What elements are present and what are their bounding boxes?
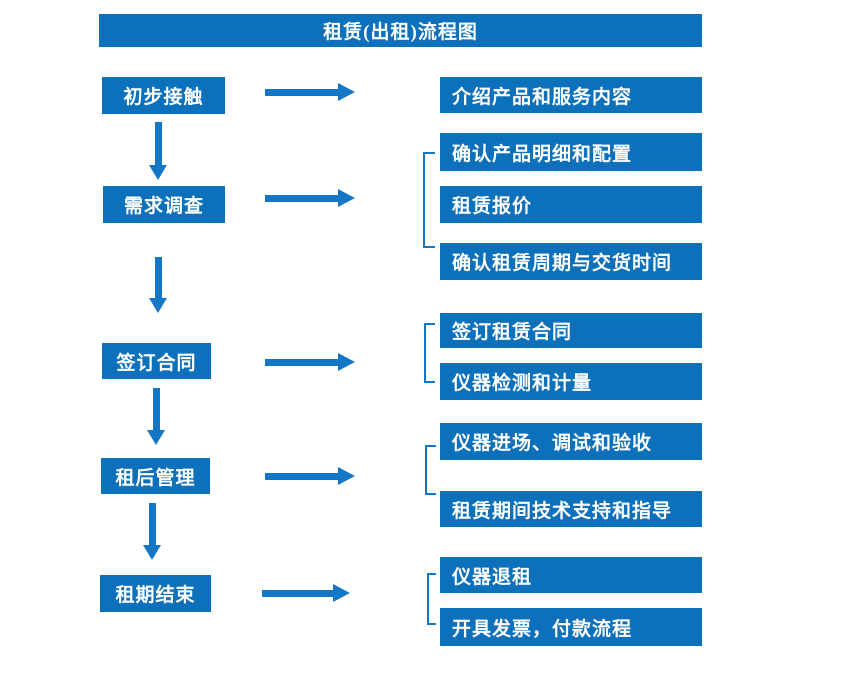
step-lease-end: 租期结束 — [100, 575, 211, 612]
right-arrow — [262, 584, 350, 602]
down-arrow-head — [149, 298, 167, 313]
step-initial-contact: 初步接触 — [102, 77, 225, 114]
right-arrow — [265, 467, 355, 485]
down-arrow — [143, 503, 161, 560]
output-box: 确认租赁周期与交货时间 — [440, 243, 702, 280]
output-box: 确认产品明细和配置 — [440, 133, 702, 171]
bracket-connector — [423, 152, 435, 248]
right-arrow-head — [338, 83, 355, 101]
output-box: 签订租赁合同 — [440, 313, 702, 348]
down-arrow-shaft — [154, 257, 162, 298]
output-box: 介绍产品和服务内容 — [440, 77, 702, 113]
down-arrow-head — [143, 545, 161, 560]
right-arrow-shaft — [265, 88, 338, 96]
right-arrow-head — [338, 189, 355, 207]
right-arrow — [265, 189, 355, 207]
right-arrow-head — [338, 467, 355, 485]
output-box: 开具发票，付款流程 — [440, 608, 702, 646]
bracket-connector — [427, 573, 436, 625]
right-arrow-shaft — [265, 194, 338, 202]
right-arrow-head — [333, 584, 350, 602]
right-arrow-head — [338, 353, 355, 371]
down-arrow-shaft — [152, 388, 160, 430]
output-box: 租赁期间技术支持和指导 — [440, 491, 702, 527]
down-arrow-shaft — [154, 122, 162, 165]
down-arrow-shaft — [148, 503, 156, 545]
bracket-connector — [424, 323, 435, 383]
output-box: 仪器检测和计量 — [440, 363, 702, 400]
output-box: 仪器退租 — [440, 557, 702, 593]
step-post-rental-management: 租后管理 — [101, 458, 210, 494]
output-box: 仪器进场、调试和验收 — [440, 423, 702, 460]
down-arrow — [149, 122, 167, 180]
output-box: 租赁报价 — [440, 186, 702, 223]
right-arrow-shaft — [265, 358, 338, 366]
down-arrow-head — [147, 430, 165, 445]
right-arrow — [265, 83, 355, 101]
step-demand-survey: 需求调查 — [103, 186, 225, 223]
down-arrow — [147, 388, 165, 445]
right-arrow — [265, 353, 355, 371]
down-arrow-head — [149, 165, 167, 180]
right-arrow-shaft — [262, 589, 333, 597]
bracket-connector — [425, 445, 436, 495]
right-arrow-shaft — [265, 472, 338, 480]
flowchart-title: 租赁(出租)流程图 — [99, 14, 702, 47]
step-sign-contract: 签订合同 — [102, 343, 211, 379]
down-arrow — [149, 257, 167, 313]
